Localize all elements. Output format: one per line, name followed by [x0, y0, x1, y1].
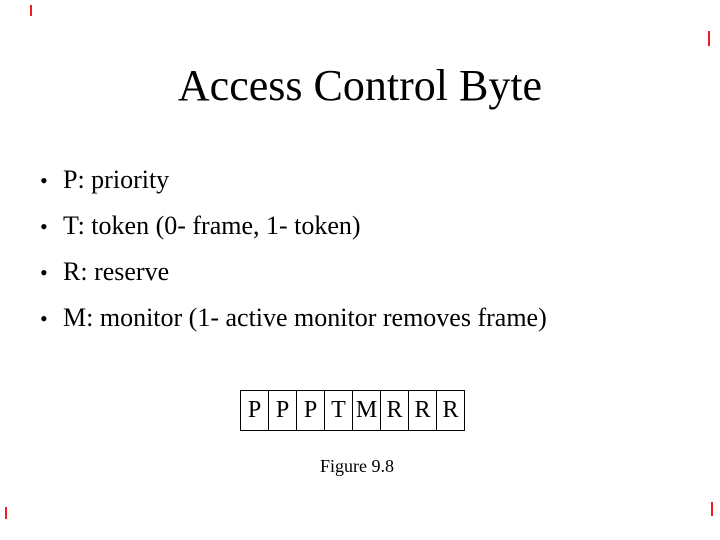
access-control-byte-table: P P P T M R R R — [240, 390, 465, 431]
corner-mark-top-left — [30, 5, 32, 16]
bullet-text: P: priority — [63, 165, 170, 194]
bullet-icon: • — [40, 168, 48, 193]
byte-field-cell: T — [324, 390, 353, 431]
bullet-icon: • — [40, 306, 48, 331]
figure-caption: Figure 9.8 — [320, 456, 394, 476]
bullet-list: • P: priority • T: token (0- frame, 1- t… — [40, 157, 680, 341]
corner-mark-bottom-left — [5, 507, 7, 519]
slide-title: Access Control Byte — [177, 61, 543, 110]
corner-mark-bottom-right — [711, 502, 713, 516]
bullet-text: M: monitor (1- active monitor removes fr… — [63, 303, 547, 332]
byte-field-cell: R — [380, 390, 409, 431]
bullet-icon: • — [40, 260, 48, 285]
bullet-icon: • — [40, 214, 48, 239]
corner-mark-top-right — [708, 31, 710, 46]
bullet-item: • M: monitor (1- active monitor removes … — [40, 295, 680, 341]
bullet-text: T: token (0- frame, 1- token) — [63, 211, 361, 240]
byte-field-cell: R — [436, 390, 465, 431]
bullet-text: R: reserve — [63, 257, 170, 286]
bullet-item: • P: priority — [40, 157, 680, 203]
byte-field-cell: R — [408, 390, 437, 431]
bullet-item: • R: reserve — [40, 249, 680, 295]
byte-field-cell: P — [296, 390, 325, 431]
byte-field-cell: P — [268, 390, 297, 431]
byte-field-cell: M — [352, 390, 381, 431]
byte-field-row: P P P T M R R R — [240, 390, 465, 431]
byte-field-cell: P — [240, 390, 269, 431]
bullet-item: • T: token (0- frame, 1- token) — [40, 203, 680, 249]
